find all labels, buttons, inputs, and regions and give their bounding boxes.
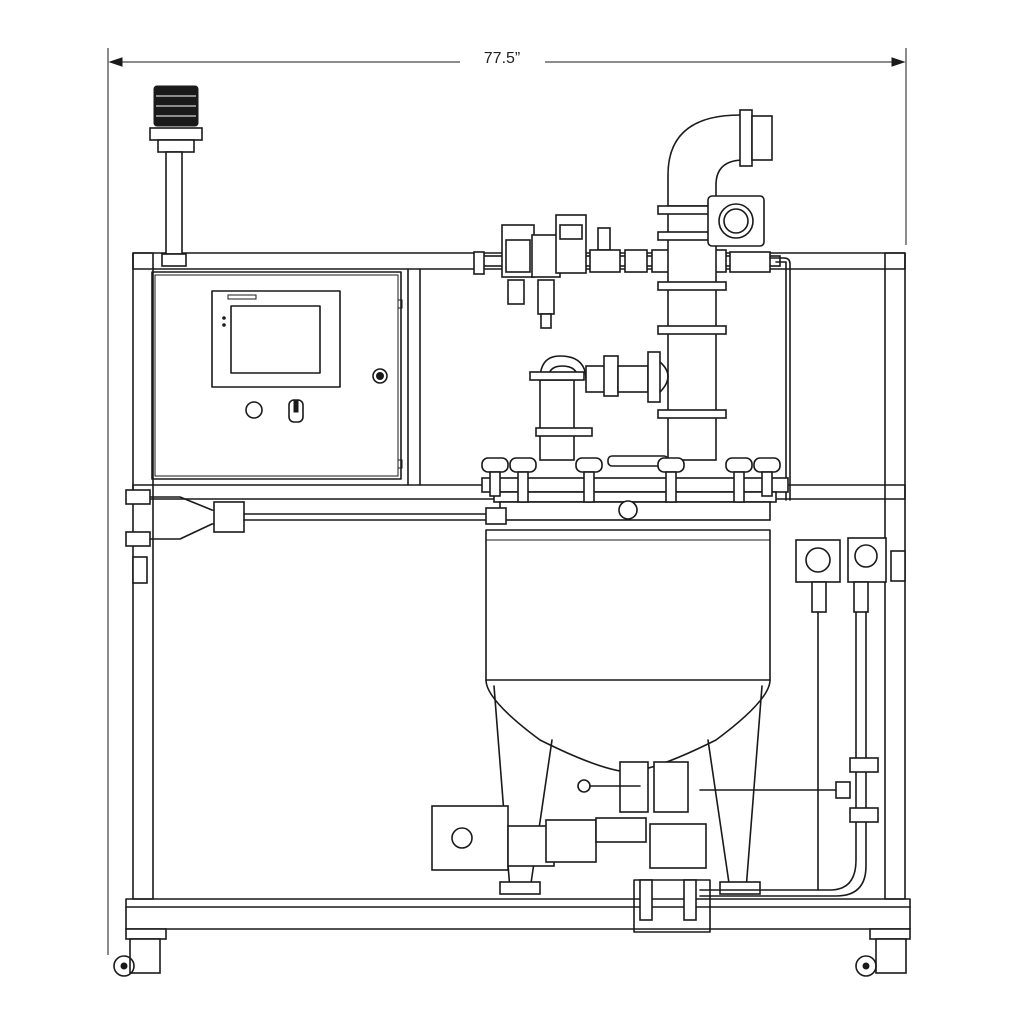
pump-motor-assembly bbox=[431, 761, 851, 871]
lid-clamp-knobs bbox=[481, 457, 781, 503]
width-dimension bbox=[107, 48, 907, 955]
inlet-piping bbox=[529, 351, 669, 461]
vent-riser bbox=[657, 109, 773, 461]
caster-right bbox=[855, 928, 911, 977]
drain-valve-box bbox=[633, 879, 711, 933]
stack-light bbox=[149, 85, 203, 267]
sample-valve-cluster bbox=[699, 537, 887, 897]
left-hose-lines bbox=[125, 489, 507, 547]
control-panel bbox=[151, 271, 403, 480]
overall-width-label: 77.5” bbox=[462, 50, 542, 68]
air-filter-regulator-manifold bbox=[473, 214, 791, 501]
tank-lid bbox=[481, 455, 789, 521]
caster-left bbox=[113, 928, 167, 977]
